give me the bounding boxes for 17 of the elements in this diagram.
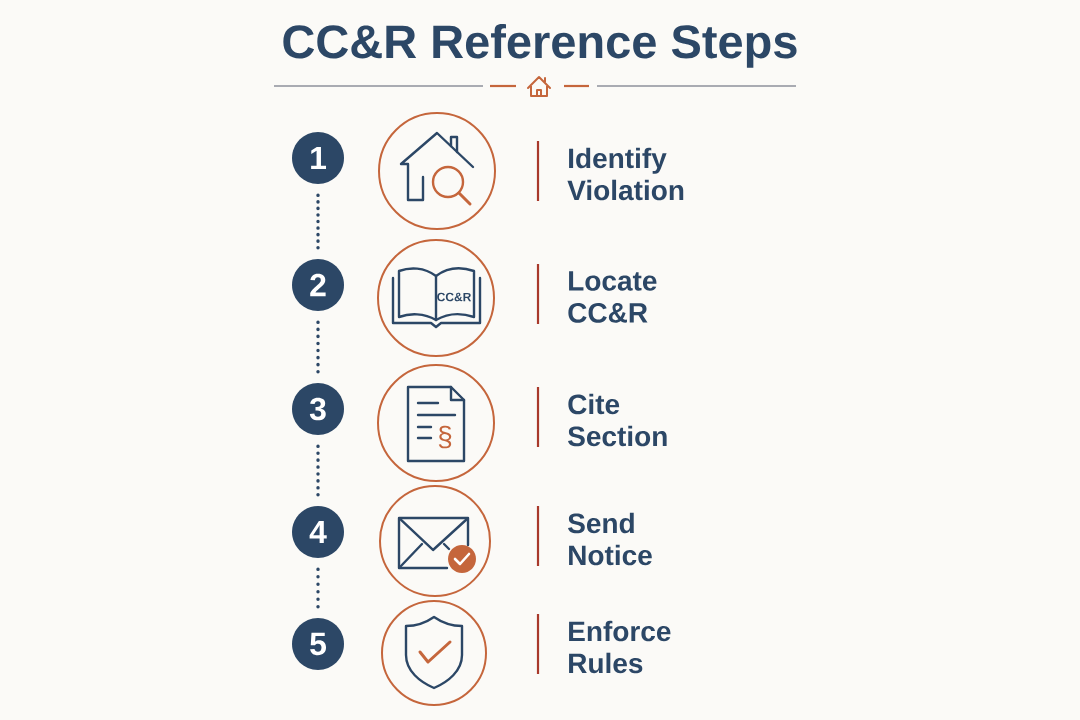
step-label: Identify Violation — [567, 147, 684, 201]
dotted-line — [316, 320, 320, 374]
dotted-line — [316, 444, 320, 497]
step-number: 3 — [292, 383, 344, 435]
step-number: 2 — [292, 259, 344, 311]
step-number: 4 — [292, 506, 344, 558]
dotted-line — [316, 567, 320, 609]
step-label: Send Notice — [568, 512, 652, 566]
step-number: 1 — [292, 132, 344, 184]
section-sign: § — [438, 425, 452, 449]
book-label: CC&R — [437, 292, 472, 302]
dotted-line — [316, 193, 320, 250]
step-label: Cite Section — [568, 393, 667, 447]
step-label: Enforce Rules — [569, 620, 671, 674]
step-number: 5 — [292, 618, 344, 670]
step-label: Locate CC&R — [568, 271, 657, 323]
title: CC&R Reference Steps — [283, 23, 797, 68]
